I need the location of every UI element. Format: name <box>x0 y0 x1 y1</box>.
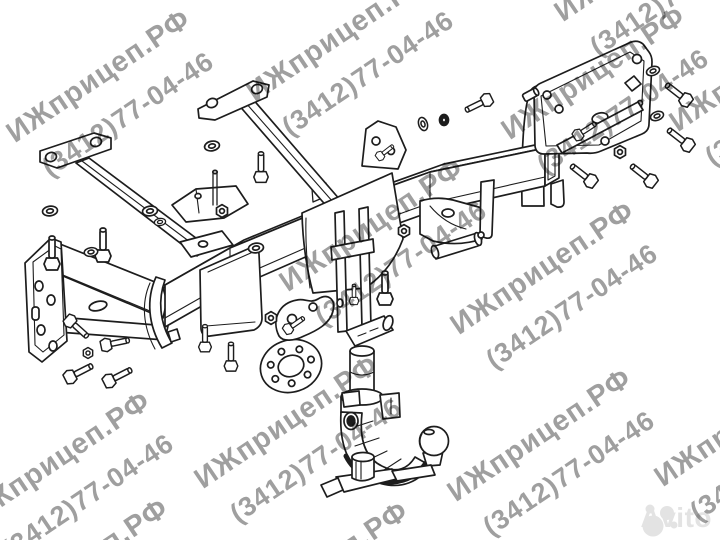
avito-watermark: Avito <box>641 502 712 537</box>
small-mount-plates <box>171 169 249 258</box>
center-bracket-assembly <box>199 120 495 337</box>
avito-logo-icon <box>642 504 678 537</box>
top-bracket-left <box>39 132 209 257</box>
flange-plate <box>259 338 323 394</box>
clamp-base <box>320 451 436 498</box>
fasteners <box>41 63 698 391</box>
